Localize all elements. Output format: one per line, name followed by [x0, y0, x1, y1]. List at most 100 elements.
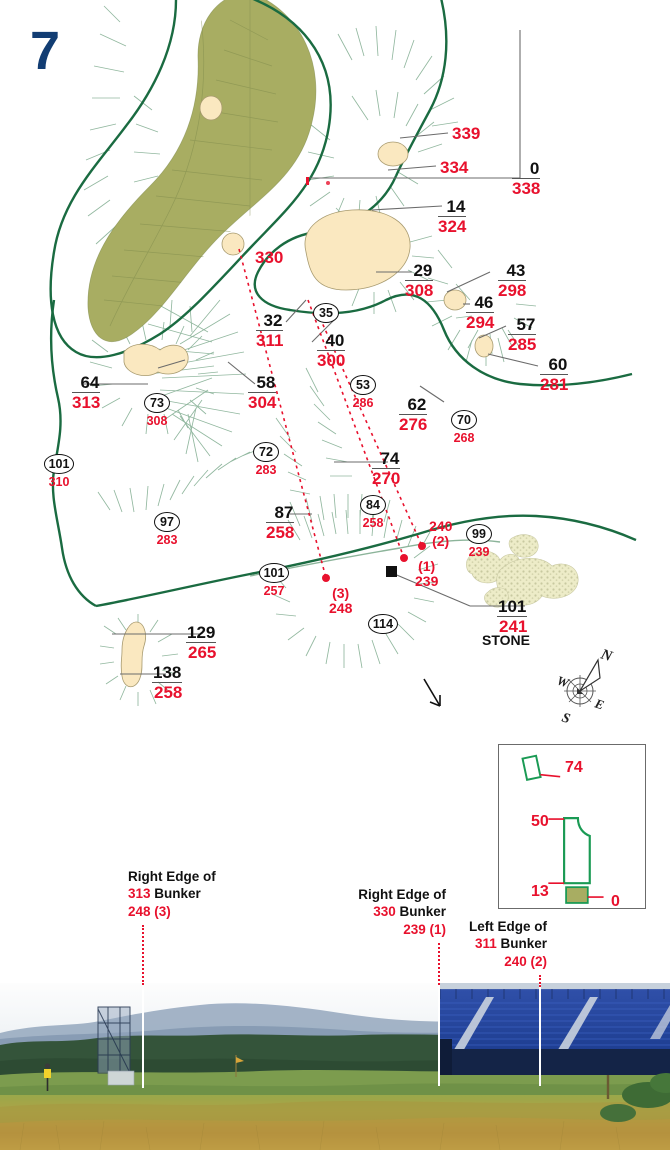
hole-number: 7 — [30, 21, 60, 81]
callout-feature: Bunker — [496, 936, 547, 952]
inset-number-i74: 74 — [565, 759, 583, 776]
measurement-back: 270 — [372, 469, 401, 489]
measurement-front: 87 — [266, 504, 295, 524]
bunkers — [120, 95, 494, 688]
compass-s-label: S — [560, 711, 572, 728]
carry-oval: 99 — [466, 524, 492, 544]
carry-distance: 286 — [352, 396, 374, 410]
direction-arrow — [423, 678, 441, 707]
measurement-back: 304 — [248, 393, 277, 413]
measurement-back: 294 — [466, 313, 495, 333]
photo-reference-line-1 — [142, 983, 144, 1088]
compass-n-label: N — [598, 646, 615, 665]
compass-rose: N W E S — [555, 646, 615, 727]
callout-line3: 248 (3) — [128, 903, 171, 919]
measurement-back: 281 — [540, 375, 569, 395]
measurement-front: 40 — [317, 332, 346, 352]
carry-oval: 101 — [258, 563, 290, 583]
carry-distance: 268 — [453, 431, 475, 445]
callout-yardage: 313 — [128, 886, 151, 902]
carry-c114: 114 — [363, 614, 403, 634]
carry-distance: 239 — [468, 545, 490, 559]
carry-oval: 101 — [43, 454, 75, 474]
carry-oval: 97 — [154, 512, 180, 532]
photo-reference-line-3 — [539, 983, 541, 1086]
carry-distance: 257 — [263, 584, 285, 598]
measurement-back: 258 — [154, 683, 183, 703]
measurement-back: 285 — [508, 335, 537, 355]
tee-dot-distance: 240 — [429, 518, 453, 534]
red-number-r330: 330 — [255, 248, 284, 267]
gorse-bushes — [600, 1073, 670, 1122]
co-right-330-leader — [438, 943, 440, 985]
measurement-front: 74 — [372, 450, 401, 470]
measurement-front: 101 — [497, 597, 528, 618]
carry-distance: 308 — [146, 414, 168, 428]
measurement-front: 58 — [248, 374, 277, 394]
compass-w-label: W — [555, 673, 572, 691]
measurement-front: 32 — [256, 312, 284, 332]
measurement-front: 57 — [508, 316, 537, 336]
inset-tee-74 — [521, 754, 542, 782]
callout-line1: Right Edge of — [128, 869, 216, 884]
measurement-front: 62 — [399, 396, 428, 416]
fairway-area — [87, 0, 317, 342]
measurement-back: 338 — [512, 179, 541, 199]
distance-pole — [235, 1055, 244, 1077]
stone-label: STONE — [482, 632, 530, 648]
co-left-311-leader — [539, 975, 541, 987]
tee-shot-lines — [238, 248, 423, 579]
measurement-back: 276 — [399, 415, 428, 435]
leader-lines — [82, 30, 539, 675]
hole-photograph — [0, 983, 670, 1150]
inset-green-shape — [563, 817, 591, 885]
measurement-back: 298 — [498, 281, 527, 301]
measurement-front: 129 — [186, 623, 217, 644]
measurement-back: 258 — [266, 523, 295, 543]
measurement-back: 334 — [440, 158, 469, 177]
tee-shot-dots — [306, 177, 426, 582]
carry-c35: 35 — [306, 303, 346, 323]
callout-yardage: 311 — [474, 936, 497, 952]
camera-tower — [97, 1006, 135, 1086]
photo-reference-line-2 — [438, 983, 440, 1086]
callout-line3: 239 (1) — [403, 921, 446, 937]
carry-oval: 114 — [367, 614, 399, 634]
measurement-front: 43 — [498, 262, 527, 282]
tee-dot-d3: (3)248 — [329, 586, 352, 615]
measurement-back: 308 — [405, 281, 434, 301]
tee-dot-index: (3) — [332, 585, 350, 601]
carry-oval: 73 — [144, 393, 170, 413]
tee-dot-distance: 239 — [415, 572, 439, 589]
measurement-back: 300 — [317, 351, 346, 371]
callout-line3: 240 (2) — [504, 953, 547, 969]
measurement-front: 60 — [540, 356, 569, 376]
hole-map: N W E S — [49, 0, 637, 727]
tee-dot-d2: 240(2) — [429, 519, 452, 548]
carry-oval: 84 — [360, 495, 386, 515]
compass-e-label: E — [592, 695, 606, 712]
measurement-front: 64 — [72, 374, 101, 394]
